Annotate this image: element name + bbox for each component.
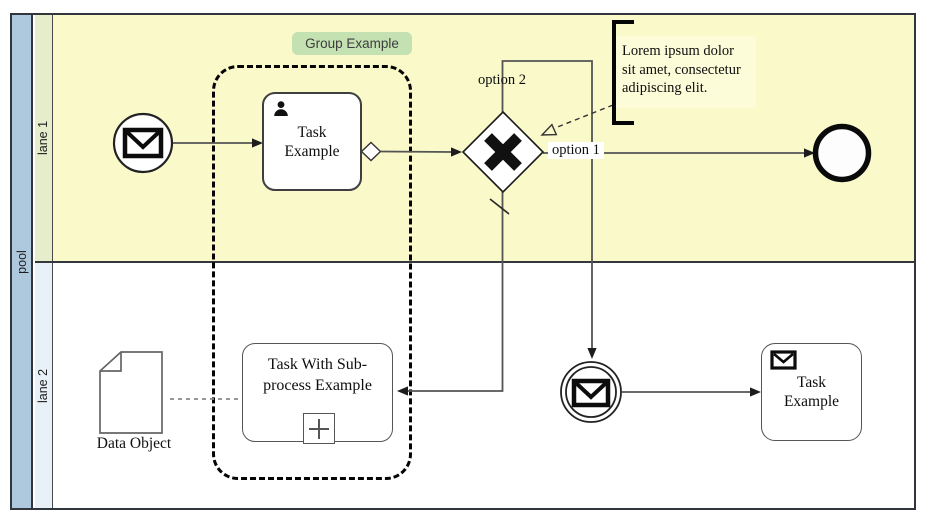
task1-label-line1: Task [297, 123, 327, 141]
annotation-background [616, 36, 756, 108]
message-envelope-icon [770, 350, 797, 375]
annotation-association[interactable] [540, 104, 614, 136]
subprocess-label-line1: Task With Sub- [267, 356, 368, 373]
arrowhead-icon [252, 138, 263, 148]
end-event[interactable] [812, 123, 872, 183]
lane-2-header[interactable]: lane 2 [35, 263, 53, 508]
task2-label-line2: Example [783, 393, 840, 410]
task-example-1[interactable]: Task Example [262, 92, 362, 191]
arrowhead-icon [587, 348, 597, 359]
flow-label-option2[interactable]: option 2 [478, 72, 526, 88]
flow-option2[interactable] [501, 60, 597, 359]
annotation-line3: adipiscing elit. [622, 80, 708, 96]
subprocess-label-line2: process Example [263, 377, 372, 394]
default-flow-slash-icon [489, 198, 510, 215]
x-marker-icon [484, 133, 522, 171]
group-label-badge[interactable]: Group Example [292, 32, 412, 55]
intermediate-message-event[interactable] [560, 361, 622, 423]
arrowhead-icon [804, 148, 815, 158]
arrowhead-icon [397, 386, 408, 396]
flow-default-to-subprocess[interactable] [397, 192, 510, 396]
flow-start-to-task1[interactable] [172, 138, 263, 148]
user-icon [272, 100, 290, 123]
lane-divider [35, 261, 914, 263]
annotation-line1: Lorem ipsum dolor [622, 43, 734, 59]
annotation-line2: sit amet, consectetur [622, 61, 741, 78]
flow-task1-to-gateway[interactable] [380, 147, 462, 157]
task1-label-line2: Example [284, 142, 340, 160]
arrowhead-icon [750, 387, 761, 397]
task-with-subprocess[interactable]: Task With Sub- process Example [242, 343, 393, 444]
pool-header[interactable]: pool [12, 15, 33, 508]
start-event-message[interactable] [112, 112, 174, 174]
exclusive-gateway[interactable] [461, 110, 545, 194]
data-object-label: Data Object [96, 435, 172, 452]
data-object-shape[interactable] [99, 351, 163, 434]
envelope-icon [571, 378, 611, 408]
annotation-text[interactable]: Lorem ipsum dolor sit amet, consectetur … [622, 42, 762, 98]
conditional-flow-diamond-icon[interactable] [360, 141, 382, 162]
flow-event-to-task2[interactable] [622, 387, 761, 397]
task2-label-line1: Task [796, 374, 827, 391]
fold-corner-icon [100, 352, 122, 372]
envelope-icon [122, 127, 164, 159]
pool[interactable] [10, 13, 916, 510]
open-arrowhead-icon [540, 123, 558, 136]
task-example-2[interactable]: Task Example [761, 343, 862, 441]
lane-1-header[interactable]: lane 1 [35, 15, 53, 261]
flow-label-option1[interactable]: option 1 [548, 142, 604, 159]
subprocess-plus-marker-icon[interactable] [303, 413, 335, 444]
group-boundary[interactable] [212, 65, 412, 480]
annotation-bracket-icon[interactable] [612, 20, 634, 125]
arrowhead-icon [451, 147, 462, 157]
group-label: Group Example [305, 36, 399, 51]
